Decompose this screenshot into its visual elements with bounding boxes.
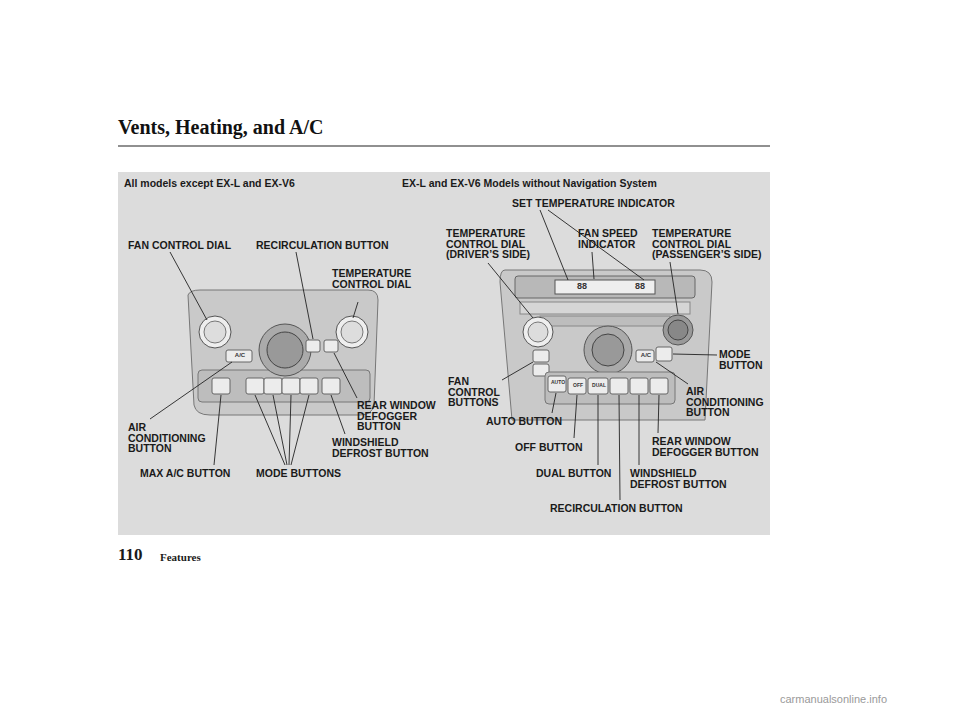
page-title: Vents, Heating, and A/C xyxy=(118,116,323,139)
watermark: carmanualsonline.info xyxy=(780,694,950,705)
section-heading: EX-L and EX-V6 Models without Navigation… xyxy=(402,178,702,189)
callout-label: REAR WINDOW DEFOGGER BUTTON xyxy=(652,436,762,457)
button-text: DUAL xyxy=(590,383,608,388)
climate-panel-right xyxy=(500,270,712,420)
callout-label: AIR CONDITIONING BUTTON xyxy=(686,386,768,418)
callout-label: REAR WINDOW DEFOGGER BUTTON xyxy=(357,400,437,432)
callout-label: TEMPERATURE CONTROL DIAL xyxy=(332,268,412,289)
page-number: 110 xyxy=(118,546,158,563)
callout-label: WINDSHIELD DEFROST BUTTON xyxy=(332,437,432,458)
display-digits: 88 xyxy=(572,282,592,291)
button-text: A/C xyxy=(228,352,252,358)
button-text: AUTO xyxy=(549,380,567,385)
callout-label: RECIRCULATION BUTTON xyxy=(256,240,396,251)
callout-label: RECIRCULATION BUTTON xyxy=(550,503,690,514)
callout-label: AIR CONDITIONING BUTTON xyxy=(128,422,210,454)
callout-label: TEMPERATURE CONTROL DIAL (DRIVER’S SIDE) xyxy=(446,228,538,260)
rule-line xyxy=(118,145,770,146)
callout-label: WINDSHIELD DEFROST BUTTON xyxy=(630,468,730,489)
figure-ground xyxy=(118,172,770,535)
section-heading: All models except EX-L and EX-V6 xyxy=(124,178,324,189)
callout-label: TEMPERATURE CONTROL DIAL (PASSENGER’S SI… xyxy=(652,228,762,260)
button-text: A/C xyxy=(637,352,655,358)
callout-label: AUTO BUTTON xyxy=(486,416,576,427)
callout-label: MODE BUTTON xyxy=(719,349,767,370)
callout-label: FAN CONTROL BUTTONS xyxy=(448,376,518,408)
callout-label: DUAL BUTTON xyxy=(536,468,626,479)
callout-label: FAN SPEED INDICATOR xyxy=(578,228,644,249)
callout-label: SET TEMPERATURE INDICATOR xyxy=(512,198,692,209)
callout-label: OFF BUTTON xyxy=(515,442,605,453)
footer-text: Features xyxy=(160,552,240,563)
leader-lines xyxy=(150,210,717,500)
climate-panel-left xyxy=(188,290,378,415)
callout-label: MAX A/C BUTTON xyxy=(140,468,240,479)
display-digits: 88 xyxy=(630,282,650,291)
callout-label: FAN CONTROL DIAL xyxy=(128,240,238,251)
button-text: OFF xyxy=(570,383,586,388)
callout-label: MODE BUTTONS xyxy=(256,468,356,479)
